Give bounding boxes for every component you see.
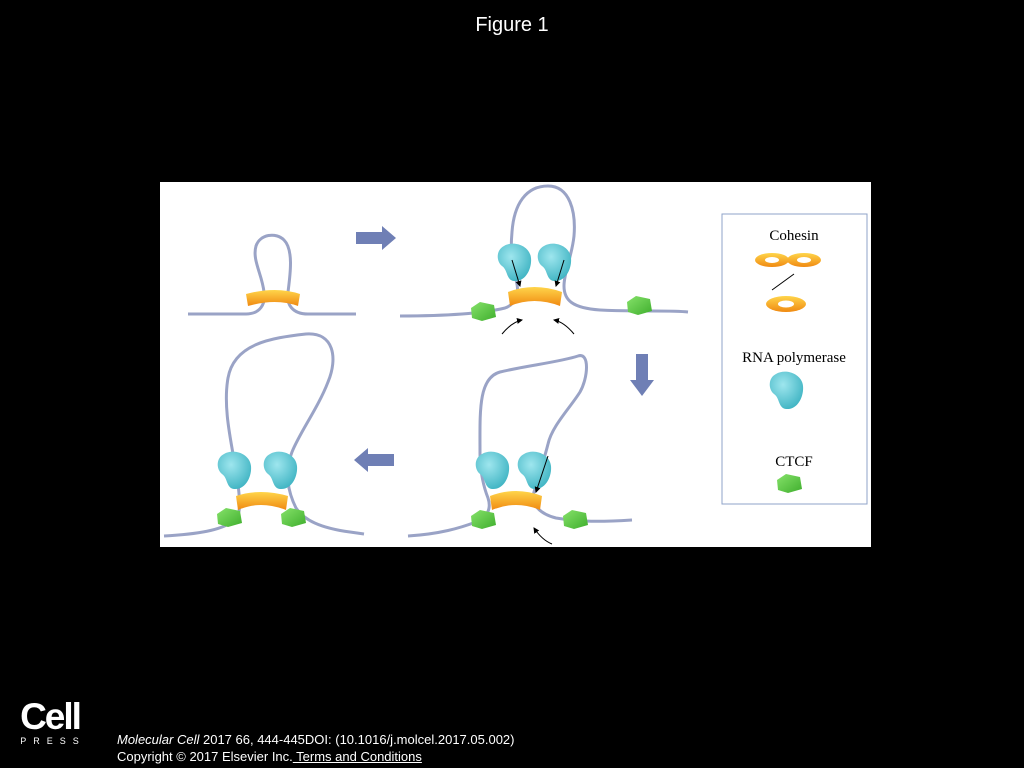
logo-word: Cell bbox=[20, 696, 82, 737]
copyright-text: Copyright © 2017 Elsevier Inc. bbox=[117, 749, 293, 764]
legend-cohesin-icon bbox=[755, 253, 821, 312]
copyright-line: Copyright © 2017 Elsevier Inc. Terms and… bbox=[117, 748, 514, 765]
rna-polymerase bbox=[497, 243, 532, 282]
figure-panel: Cohesin RNA polymerase CTCF bbox=[160, 182, 871, 547]
movement-arrow bbox=[553, 318, 575, 335]
stage-4-ctcf-anchored-loop bbox=[163, 332, 365, 538]
rna-polymerase bbox=[263, 451, 298, 490]
step-arrow-right bbox=[356, 226, 396, 250]
dna-strand bbox=[188, 233, 356, 316]
terms-link[interactable]: Terms and Conditions bbox=[292, 749, 422, 764]
legend-cohesin-label: Cohesin bbox=[769, 228, 819, 244]
legend-ctcf-label: CTCF bbox=[775, 454, 813, 470]
ctcf-protein bbox=[471, 302, 496, 321]
rna-polymerase bbox=[537, 243, 572, 282]
movement-arrow bbox=[511, 259, 522, 287]
movement-arrow bbox=[501, 318, 523, 335]
step-arrow-down bbox=[630, 354, 654, 396]
ctcf-protein bbox=[217, 508, 242, 527]
cohesin-ring bbox=[490, 491, 542, 510]
journal-name: Molecular Cell bbox=[117, 732, 200, 747]
stage-1-small-loop bbox=[188, 233, 356, 316]
citation-line: Molecular Cell 2017 66, 444-445DOI: (10.… bbox=[117, 731, 514, 748]
dna-strand bbox=[399, 184, 689, 318]
ctcf-protein bbox=[563, 510, 588, 529]
legend-rna-polymerase-label: RNA polymerase bbox=[742, 350, 846, 366]
loop-extrusion-diagram: Cohesin RNA polymerase CTCF bbox=[163, 184, 868, 545]
cohesin-ring bbox=[508, 287, 562, 306]
rna-polymerase bbox=[217, 451, 252, 490]
cell-press-logo: Cell PRESS bbox=[14, 696, 86, 746]
stage-2-loop-extrusion bbox=[399, 184, 689, 335]
legend-ctcf-icon bbox=[777, 474, 802, 493]
step-arrow-left bbox=[354, 448, 394, 472]
stage-3-one-side-blocked bbox=[407, 354, 633, 545]
rna-polymerase bbox=[517, 451, 552, 490]
cohesin-ring bbox=[246, 290, 300, 306]
movement-arrow bbox=[554, 259, 565, 287]
legend: Cohesin RNA polymerase CTCF bbox=[721, 213, 868, 505]
rna-polymerase bbox=[475, 451, 510, 490]
cohesin-ring bbox=[236, 492, 288, 510]
movement-arrow bbox=[534, 455, 549, 493]
logo-sub: PRESS bbox=[20, 736, 86, 746]
ctcf-protein bbox=[471, 510, 496, 529]
slide-title: Figure 1 bbox=[475, 14, 549, 36]
legend-border bbox=[721, 213, 868, 505]
dna-strand bbox=[407, 354, 633, 538]
dna-strand bbox=[163, 332, 365, 538]
citation-text: 2017 66, 444-445DOI: (10.1016/j.molcel.2… bbox=[199, 732, 515, 747]
citation-block: Molecular Cell 2017 66, 444-445DOI: (10.… bbox=[117, 731, 514, 765]
movement-arrow bbox=[533, 527, 553, 545]
legend-rna-polymerase-icon bbox=[769, 371, 804, 410]
ctcf-protein bbox=[281, 508, 306, 527]
